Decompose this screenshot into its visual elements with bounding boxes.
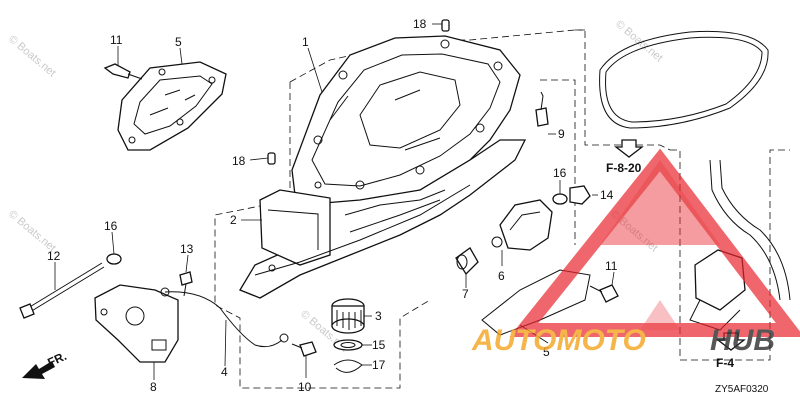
washer-16-right xyxy=(552,193,568,205)
callout-7: 7 xyxy=(462,287,469,301)
bracket-8 xyxy=(94,284,179,363)
cable-4 xyxy=(160,287,289,348)
logo-word-1: AUTOMOTO xyxy=(471,324,646,357)
collar-7 xyxy=(455,247,479,276)
seal-ring xyxy=(599,30,769,129)
bolt-12 xyxy=(19,262,105,319)
mount-6 xyxy=(491,199,553,251)
callout-8: 8 xyxy=(150,380,157,394)
callout-16-right: 16 xyxy=(553,166,567,180)
diagram-code: ZY5AF0320 xyxy=(715,384,769,395)
bearing-3 xyxy=(331,298,365,334)
front-direction-arrow: FR. xyxy=(22,349,69,379)
callout-10: 10 xyxy=(298,380,312,394)
dowel-pin-upper xyxy=(441,19,450,32)
callout-15: 15 xyxy=(372,338,386,352)
washer-16-left xyxy=(106,253,122,265)
callouts: 1 18 11 5 18 2 9 16 14 6 7 3 15 17 5 11 … xyxy=(47,17,618,394)
cover-plate xyxy=(117,61,227,151)
reference-label-upper: F-8-20 xyxy=(606,161,642,175)
bolt-11-right xyxy=(589,284,619,303)
reference-label-lower: F-4 xyxy=(716,356,734,370)
callout-12: 12 xyxy=(47,249,61,263)
callout-4: 4 xyxy=(221,365,228,379)
watermark-text: © Boats.net xyxy=(6,33,58,79)
nut-14 xyxy=(569,185,591,205)
callout-1: 1 xyxy=(302,35,309,49)
callout-11-left: 11 xyxy=(110,33,123,47)
watermark-text: © Boats.net xyxy=(6,208,58,254)
bolt-9 xyxy=(535,91,549,127)
automotohub-logo: AUTOMOTO HUB xyxy=(471,148,800,357)
callout-5-right: 5 xyxy=(543,345,550,359)
callout-18-upper: 18 xyxy=(413,17,427,31)
reference-f-8-20: F-8-20 xyxy=(606,139,644,175)
callout-2: 2 xyxy=(230,213,237,227)
bolt-13 xyxy=(179,271,193,297)
callout-5-left: 5 xyxy=(175,35,182,49)
direction-label: FR. xyxy=(45,349,68,370)
gasket-5-right xyxy=(481,269,591,336)
callout-14: 14 xyxy=(600,188,614,202)
callout-9: 9 xyxy=(558,127,565,141)
callout-13: 13 xyxy=(180,242,194,256)
callout-17: 17 xyxy=(372,358,386,372)
snap-ring-17 xyxy=(333,359,363,373)
logo-word-2: HUB xyxy=(710,324,775,357)
bolt-11-left xyxy=(103,63,143,80)
dowel-pin-lower xyxy=(267,152,276,165)
washer-15 xyxy=(333,339,363,351)
callout-18-lower: 18 xyxy=(232,154,246,168)
callout-11-right: 11 xyxy=(605,259,618,273)
bolt-10 xyxy=(291,341,317,357)
watermark-text: © Boats.net xyxy=(613,18,665,64)
callout-16-left: 16 xyxy=(104,219,118,233)
callout-3: 3 xyxy=(375,309,382,323)
callout-6: 6 xyxy=(498,269,505,283)
lower-housing xyxy=(239,139,527,299)
